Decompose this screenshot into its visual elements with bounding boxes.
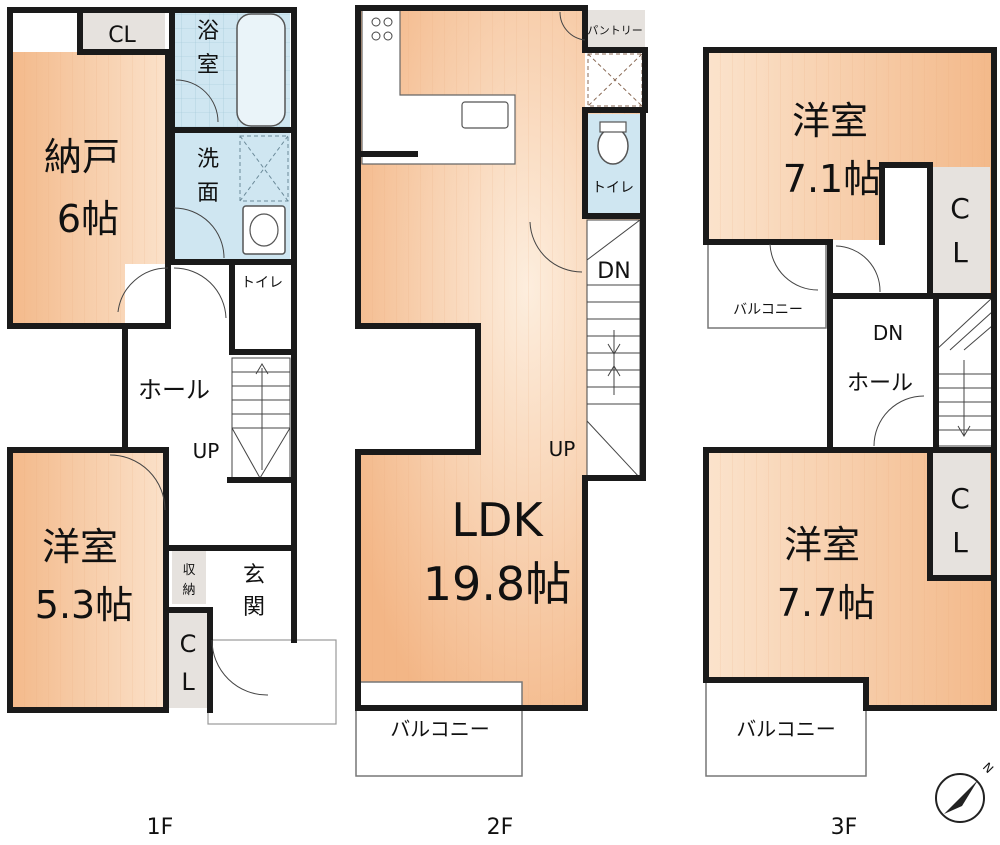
floor-2f-label: 2F xyxy=(487,815,514,840)
stairs-1f xyxy=(231,357,291,479)
dn-3f-label: DN xyxy=(873,321,903,345)
balcony-2f xyxy=(355,681,523,777)
wash-label-2: 面 xyxy=(197,181,219,206)
western-3f-1-size: 7.1帖 xyxy=(783,157,881,201)
toilet-2f-label: トイレ xyxy=(592,180,634,196)
entrance xyxy=(212,548,292,636)
balcony-3f-label: バルコニー xyxy=(736,717,836,741)
wash-label-1: 洗 xyxy=(197,147,219,172)
compass-north-label: N xyxy=(980,760,996,776)
ldk-size: 19.8帖 xyxy=(423,557,571,611)
entrance-label-2: 関 xyxy=(243,595,265,620)
floor-2f: パントリー トイレ DN UP LDK 19.8帖 バルコニー 2F xyxy=(355,5,648,840)
balcony-2f-label: バルコニー xyxy=(390,717,490,741)
floor-1f: 納戸 6帖 CL 浴 室 洗 面 トイレ ホール UP 洋室 5.3帖 収 納 … xyxy=(7,7,337,840)
closet-3f-2-label-l: L xyxy=(952,526,968,559)
compass-icon: N xyxy=(935,760,996,823)
bath-label-2: 室 xyxy=(197,53,219,78)
western-1f-size: 5.3帖 xyxy=(35,583,133,627)
hall-3f xyxy=(830,298,936,446)
closet-3f-2-label-c: C xyxy=(950,482,970,515)
entrance-label-1: 玄 xyxy=(243,563,265,588)
closet-1f xyxy=(168,612,208,708)
balcony-3f-small-label: バルコニー xyxy=(733,302,803,318)
balcony-3f xyxy=(705,681,867,777)
bath-label-1: 浴 xyxy=(197,19,219,44)
hall-1f-label: ホール xyxy=(138,376,210,404)
floor-1f-label: 1F xyxy=(147,815,174,840)
balcony-3f-small xyxy=(707,243,827,329)
toilet-1f-label: トイレ xyxy=(241,275,283,291)
storage-room-size: 6帖 xyxy=(57,197,119,241)
shuno-label-1: 収 xyxy=(182,563,195,578)
western-3f-2-size: 7.7帖 xyxy=(777,581,875,625)
stairs-3f xyxy=(935,297,993,447)
closet-3f-1-label-l: L xyxy=(952,236,968,269)
western-3f-1-label: 洋室 xyxy=(792,99,868,143)
floor-3f: 洋室 7.1帖 C L バルコニー DN ホール 洋室 7.7帖 C L バルコ… xyxy=(703,47,997,840)
closet-3f-2 xyxy=(932,452,990,576)
closet-1f-label-l: L xyxy=(181,668,195,696)
up-1f-label: UP xyxy=(193,439,220,463)
closet-top-label: CL xyxy=(108,23,136,48)
dn-2f-label: DN xyxy=(597,259,630,284)
closet-1f-label-c: C xyxy=(180,630,197,658)
floor-3f-label: 3F xyxy=(831,815,858,840)
western-3f-2-label: 洋室 xyxy=(784,523,860,567)
up-2f-label: UP xyxy=(549,437,576,461)
closet-3f-1 xyxy=(930,167,990,294)
storage-shuno xyxy=(172,548,206,604)
western-1f-label: 洋室 xyxy=(42,525,118,569)
ldk-label: LDK xyxy=(451,493,544,547)
hall-3f-label: ホール xyxy=(847,371,913,396)
closet-top xyxy=(80,10,165,54)
storage-room-label: 納戸 xyxy=(44,135,120,179)
porch xyxy=(207,639,337,725)
shuno-label-2: 納 xyxy=(182,583,195,598)
pantry-label: パントリー xyxy=(587,24,643,37)
stairs-2f xyxy=(586,219,641,479)
pantry xyxy=(585,10,645,50)
closet-3f-1-label-c: C xyxy=(950,192,970,225)
